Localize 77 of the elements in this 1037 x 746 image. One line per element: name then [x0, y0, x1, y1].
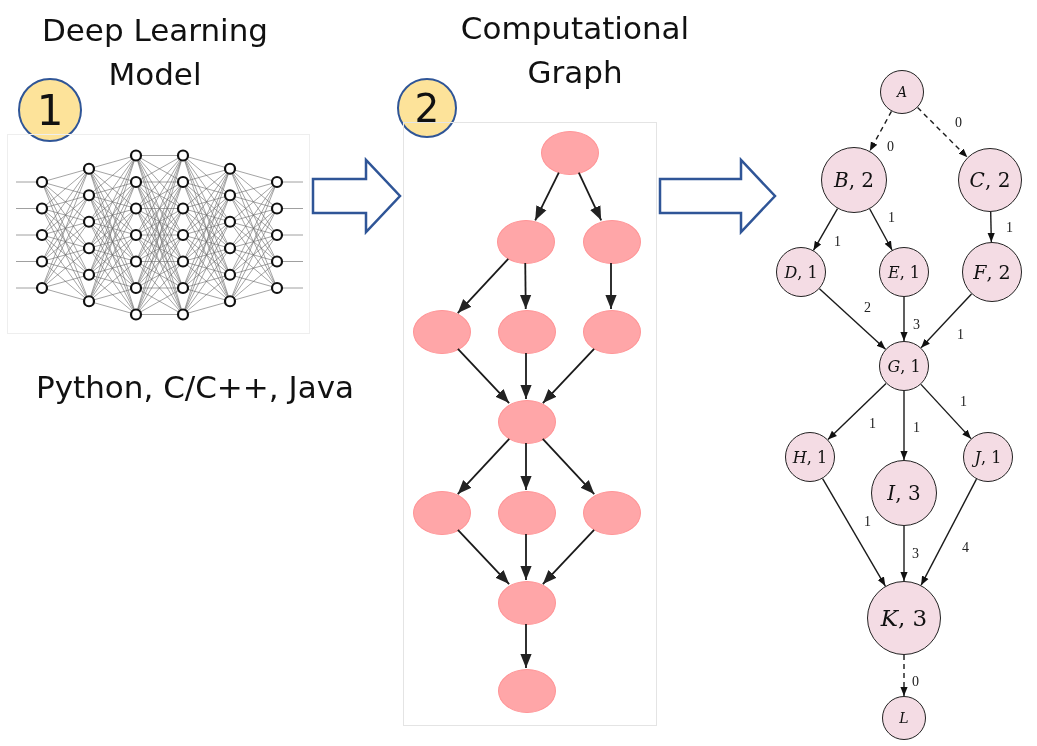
arrow — [542, 348, 595, 404]
edge-label: 1 — [960, 395, 967, 409]
block-arrow — [658, 156, 777, 236]
block-arrow — [311, 156, 402, 236]
ellipse-node — [498, 669, 556, 713]
arrow — [869, 208, 893, 251]
arrow — [520, 533, 532, 581]
ellipse-node — [413, 491, 471, 535]
ellipse-node — [583, 491, 641, 535]
graph-node: K, 3 — [867, 581, 941, 655]
edge-label: 0 — [912, 675, 919, 689]
graph-node: A — [880, 70, 924, 114]
step-badge: 1 — [18, 78, 82, 142]
arrow — [920, 383, 972, 440]
arrow — [541, 438, 596, 495]
arrow — [457, 529, 510, 585]
arrow — [542, 529, 595, 585]
neural-network-drawing — [7, 134, 310, 334]
edge-label: 1 — [834, 235, 841, 249]
arrow — [920, 293, 973, 349]
graph-node: H, 1 — [785, 432, 835, 482]
arrow — [821, 477, 887, 587]
arrow — [577, 171, 603, 222]
arrow — [900, 654, 908, 697]
ellipse-node — [498, 310, 556, 354]
ellipse-node — [498, 491, 556, 535]
arrow — [916, 106, 969, 159]
ellipse-node — [498, 400, 556, 444]
graph-node: I, 3 — [871, 460, 937, 526]
arrow — [520, 262, 532, 310]
arrow — [818, 288, 887, 350]
graph-node: J, 1 — [963, 432, 1013, 482]
arrow — [520, 352, 532, 400]
panel-title: Computational Graph — [459, 9, 691, 92]
edge-label: 1 — [888, 211, 895, 225]
ellipse-node — [497, 220, 555, 264]
arrow — [900, 296, 908, 342]
arrow — [827, 382, 887, 441]
arrow — [534, 171, 560, 222]
arrow — [520, 623, 532, 669]
ellipse-node — [498, 581, 556, 625]
edge-label: 2 — [864, 301, 871, 315]
edge-label: 3 — [913, 318, 920, 332]
graph-node: E, 1 — [879, 247, 929, 297]
arrow — [900, 525, 908, 582]
edge-label: 1 — [913, 421, 920, 435]
ellipse-node — [583, 310, 641, 354]
arrow — [812, 207, 839, 252]
ellipse-node — [583, 220, 641, 264]
arrow — [457, 348, 510, 404]
edge-label: 0 — [887, 140, 894, 154]
arrow — [869, 110, 893, 152]
edge-label: 1 — [957, 328, 964, 342]
ellipse-node — [541, 131, 599, 175]
edge-label: 1 — [864, 515, 871, 529]
ellipse-node — [413, 310, 471, 354]
arrow — [520, 442, 532, 491]
graph-node: B, 2 — [821, 147, 887, 213]
language-list: Python, C/C++, Java — [0, 365, 390, 409]
graph-node: G, 1 — [879, 341, 929, 391]
graph-node: L — [882, 696, 926, 740]
edge-label: 0 — [955, 116, 962, 130]
edge-label: 1 — [869, 417, 876, 431]
graph-node: F, 2 — [962, 242, 1022, 302]
arrow — [605, 262, 617, 310]
edge-label: 3 — [912, 547, 919, 561]
arrow — [920, 478, 978, 586]
graph-panel — [403, 122, 657, 726]
step-badge: 2 — [397, 78, 457, 138]
arrow — [456, 258, 510, 314]
edge-label: 1 — [1006, 221, 1013, 235]
graph-node: C, 2 — [958, 148, 1022, 212]
edge-label: 4 — [962, 541, 969, 555]
arrow — [456, 438, 511, 495]
graph-node: D, 1 — [776, 247, 826, 297]
arrow — [987, 211, 995, 243]
arrow — [900, 390, 908, 461]
